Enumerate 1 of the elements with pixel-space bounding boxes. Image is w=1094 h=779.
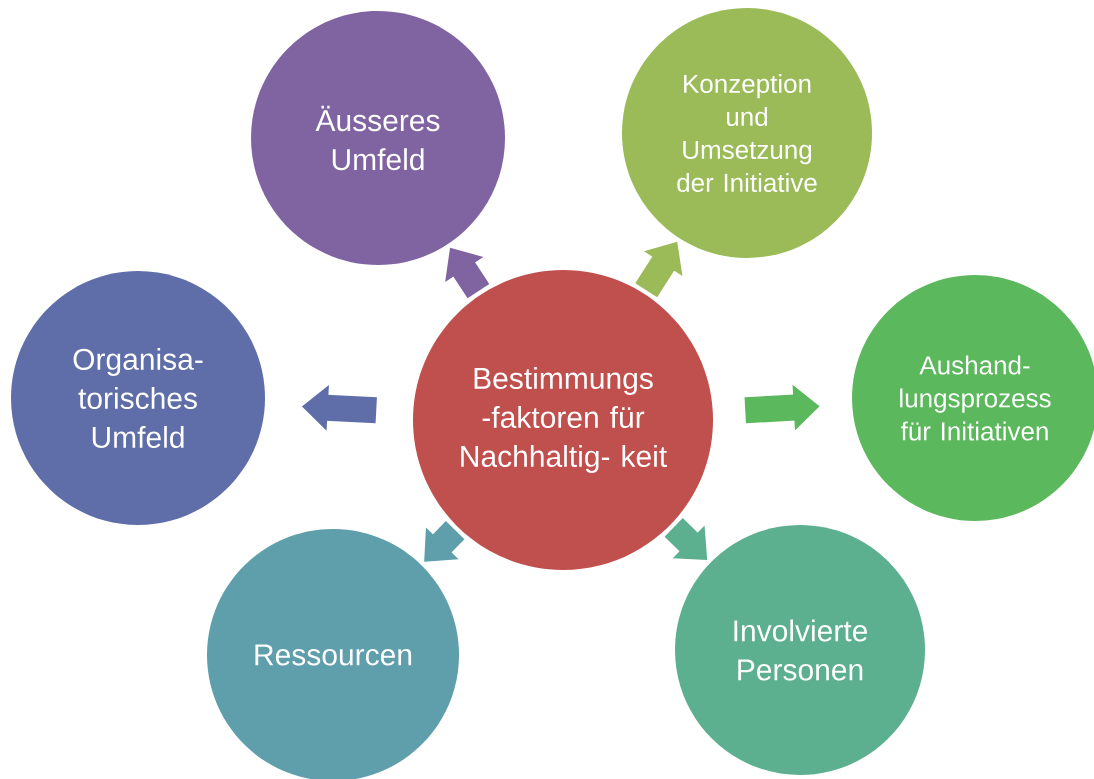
block-arrow bbox=[424, 521, 465, 562]
